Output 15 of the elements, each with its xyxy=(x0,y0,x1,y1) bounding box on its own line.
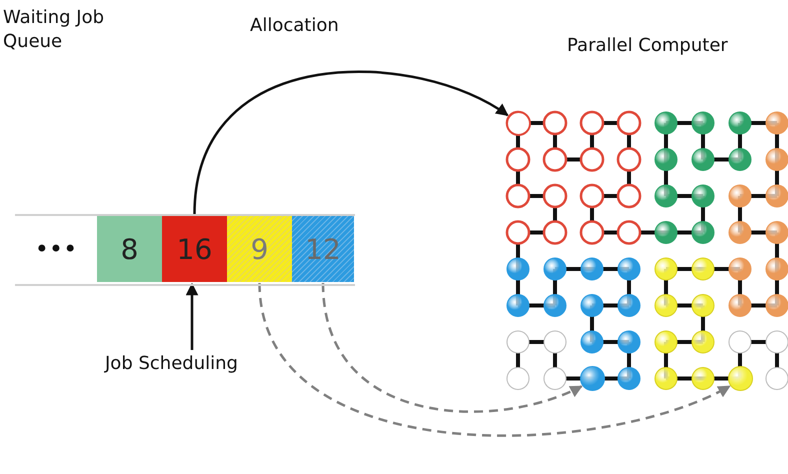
group-heading: Waiting Job Queue xyxy=(3,6,106,54)
processor-node xyxy=(728,366,752,391)
job-cell: 8 xyxy=(97,216,162,282)
arrow xyxy=(193,70,509,214)
column-heading: Allocation xyxy=(250,14,339,38)
arrow xyxy=(186,282,198,350)
arrow xyxy=(258,282,731,437)
processor-node xyxy=(580,366,604,391)
caption-text: Job Scheduling xyxy=(105,352,285,376)
job-cell: 16 xyxy=(162,216,227,282)
processor-node xyxy=(506,110,530,136)
job-cell: 9 xyxy=(227,216,292,282)
arrow xyxy=(322,282,583,413)
job-cell: 12 xyxy=(292,216,354,282)
group-heading: Parallel Computer xyxy=(567,34,729,58)
